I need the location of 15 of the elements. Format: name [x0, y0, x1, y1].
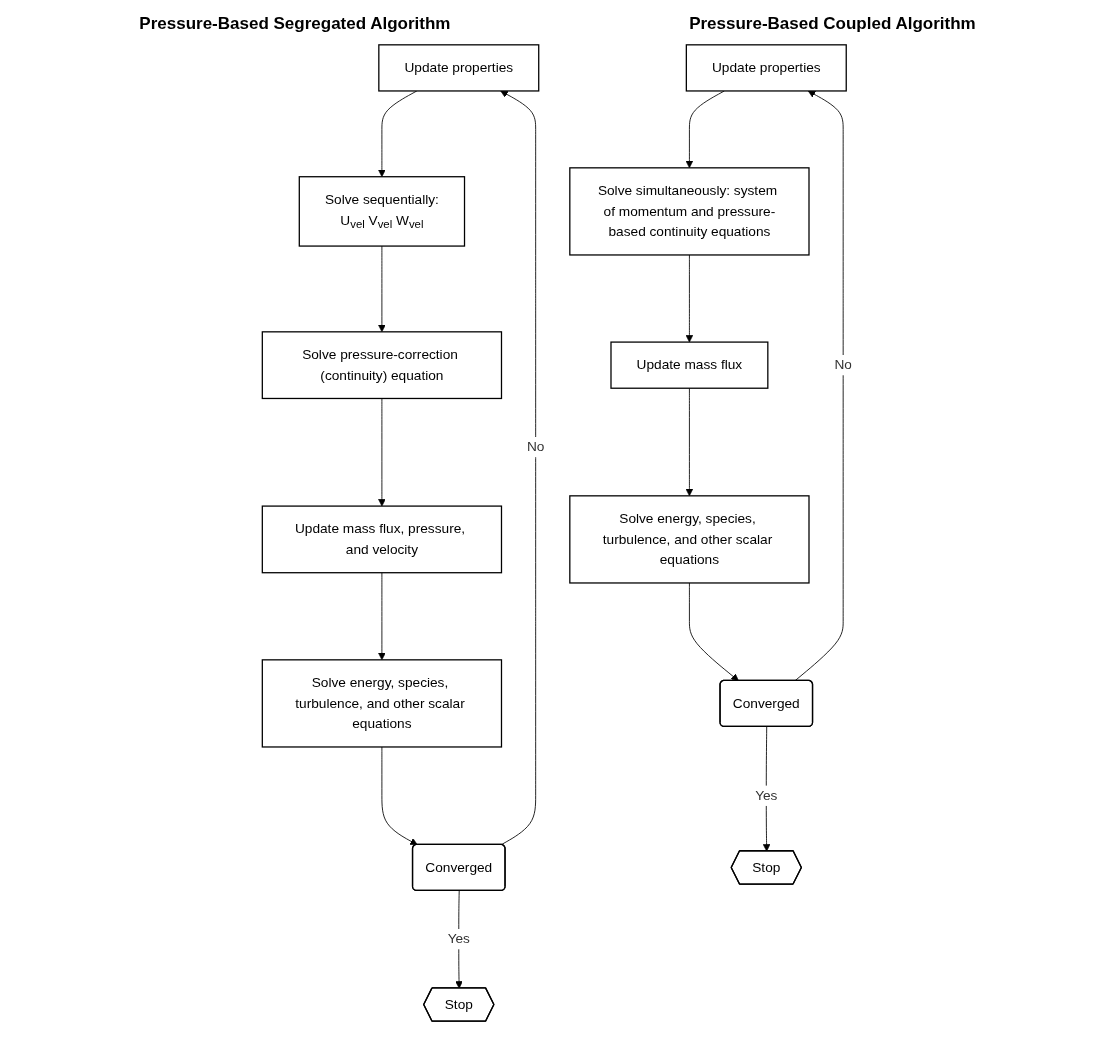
- edge-label: No: [527, 439, 545, 454]
- node-box: Solve energy, species, turbulence, and other scalar equations: [569, 495, 811, 584]
- node-box: Update properties: [686, 44, 848, 92]
- node-box: Solve energy, species, turbulence, and other scalar equations: [262, 659, 503, 748]
- node-box: Solve pressure-correction (continuity) equation: [262, 331, 503, 400]
- edge-label: No: [834, 357, 853, 372]
- flowchart-heading: Pressure-Based Coupled Algorithm: [689, 14, 976, 34]
- node-box: Solve simultaneously: system of momentum and pressure-based continuity equations: [569, 167, 811, 256]
- flowchart-heading: Pressure-Based Segregated Algorithm: [139, 14, 451, 34]
- node-box: Update mass flux, pressure, and velocity: [262, 505, 503, 574]
- edge-label: Yes: [755, 787, 778, 803]
- edge-label: Yes: [448, 931, 471, 946]
- node-box: Solve sequentially: U$_{vel}$ V$_{vel}$ W$_{vel}$: [299, 176, 466, 247]
- node-box: Update properties: [378, 44, 540, 92]
- node-box: Update mass flux: [610, 341, 769, 389]
